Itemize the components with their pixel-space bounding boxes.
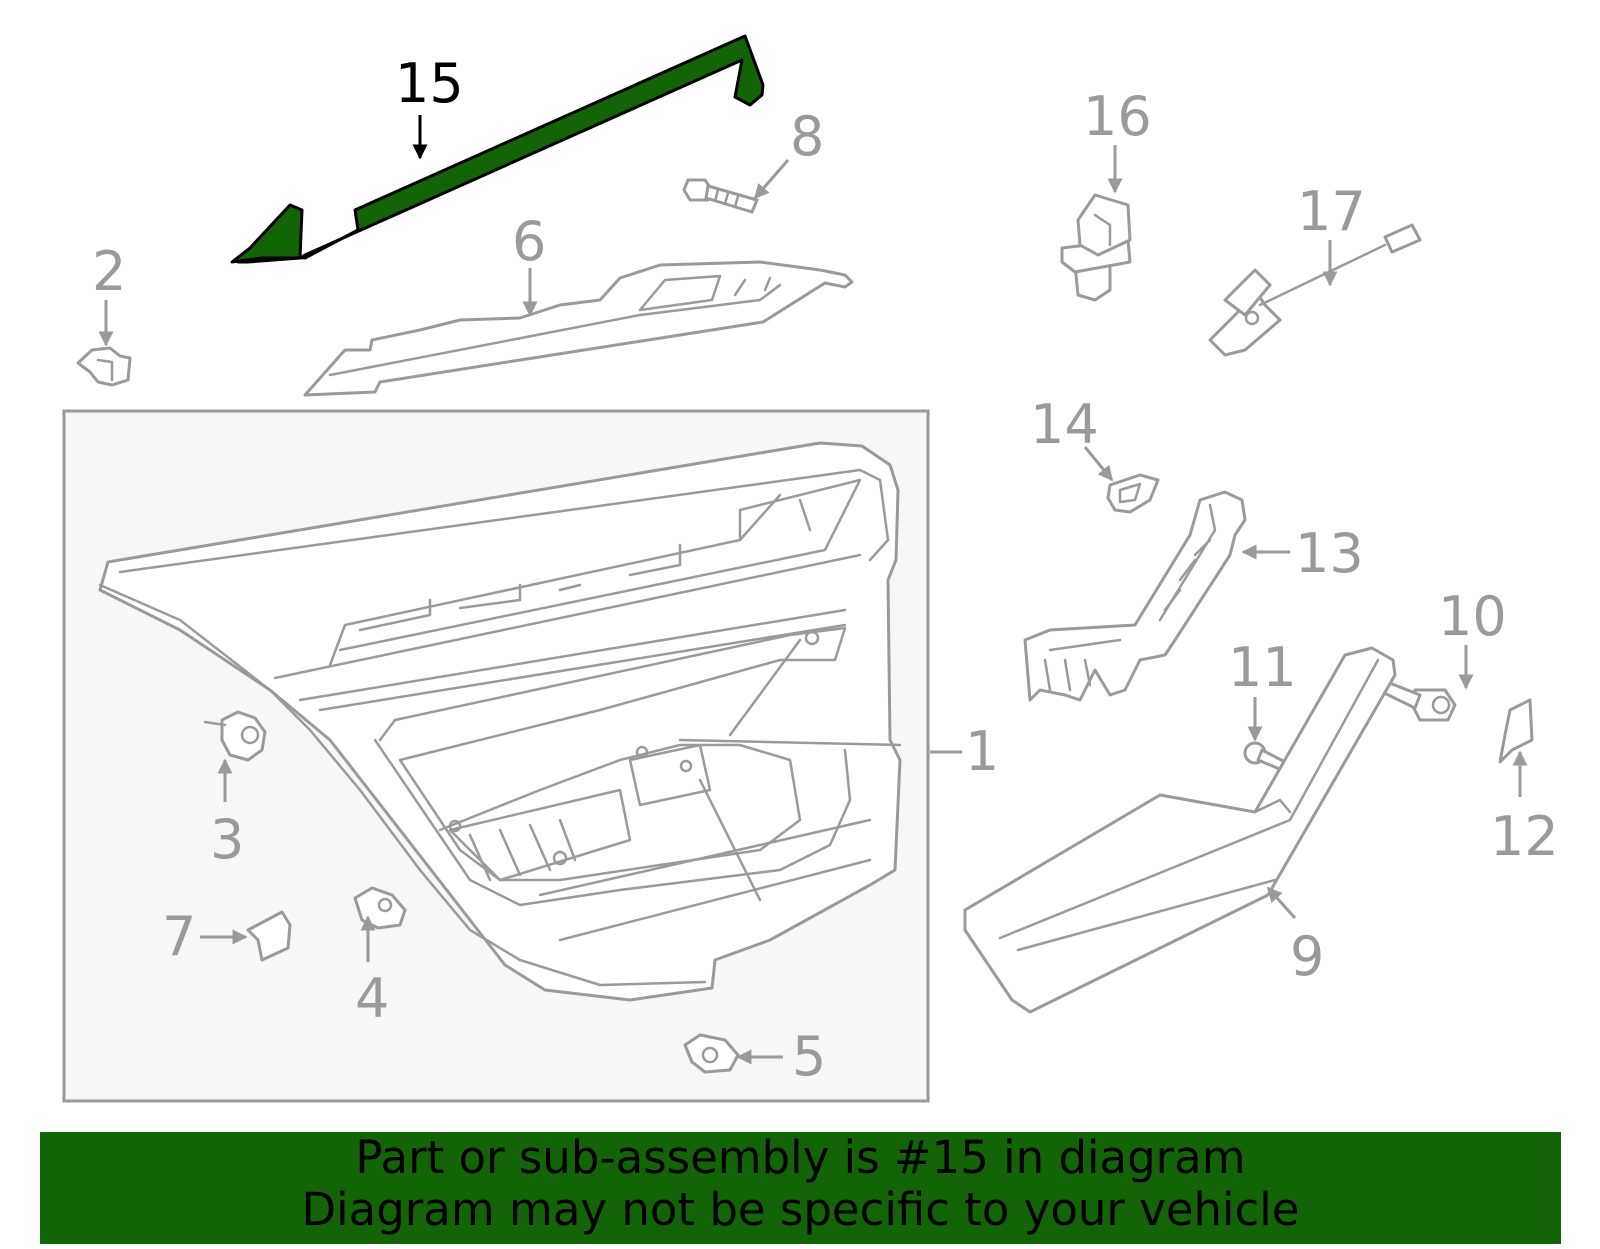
callout-3: 3 [210,808,244,871]
callout-12: 12 [1490,805,1559,868]
part-5-clip [683,1033,740,1074]
part-17-handle-cable [1208,223,1422,357]
info-banner: Part or sub-assembly is #15 in diagram D… [40,1132,1561,1244]
part-6-trim-strip [303,260,854,397]
part-11-screw [1243,741,1287,772]
callout-5: 5 [792,1025,826,1088]
banner-line-2: Diagram may not be specific to your vehi… [301,1183,1300,1236]
part-8-bolt [682,178,759,214]
door-trim-panel [98,441,902,1002]
callout-2: 2 [92,240,126,303]
callout-10: 10 [1438,585,1507,648]
door-trim-panel-group [62,409,930,1103]
part-13-armrest-bracket [1023,490,1247,702]
part-2-clip [76,346,132,387]
part-7-clip [246,910,292,962]
callout-11: 11 [1228,636,1297,699]
banner-line-1: Part or sub-assembly is #15 in diagram [355,1131,1246,1184]
callout-4: 4 [355,967,389,1030]
callout-6: 6 [512,210,546,273]
part-15-bracket [230,203,304,264]
callout-13: 13 [1295,522,1364,585]
part-3-clip [203,710,267,762]
callout-14-arrow [1083,446,1114,482]
callout-9: 9 [1290,925,1324,988]
part-9-armrest [963,646,1397,1014]
callout-15: 15 [395,52,464,115]
callout-16: 16 [1083,85,1152,148]
part-16-switch [1060,193,1132,302]
callout-1: 1 [965,720,999,783]
callout-7: 7 [162,905,196,968]
callout-8: 8 [790,105,824,168]
callout-9-arrow [1266,886,1297,920]
callout-14: 14 [1030,393,1099,456]
part-12-clip [1498,698,1534,764]
part-14-bezel [1106,473,1160,514]
part-15-highlighted [236,34,765,264]
callout-8-arrow [753,159,790,200]
callout-17: 17 [1297,180,1366,243]
